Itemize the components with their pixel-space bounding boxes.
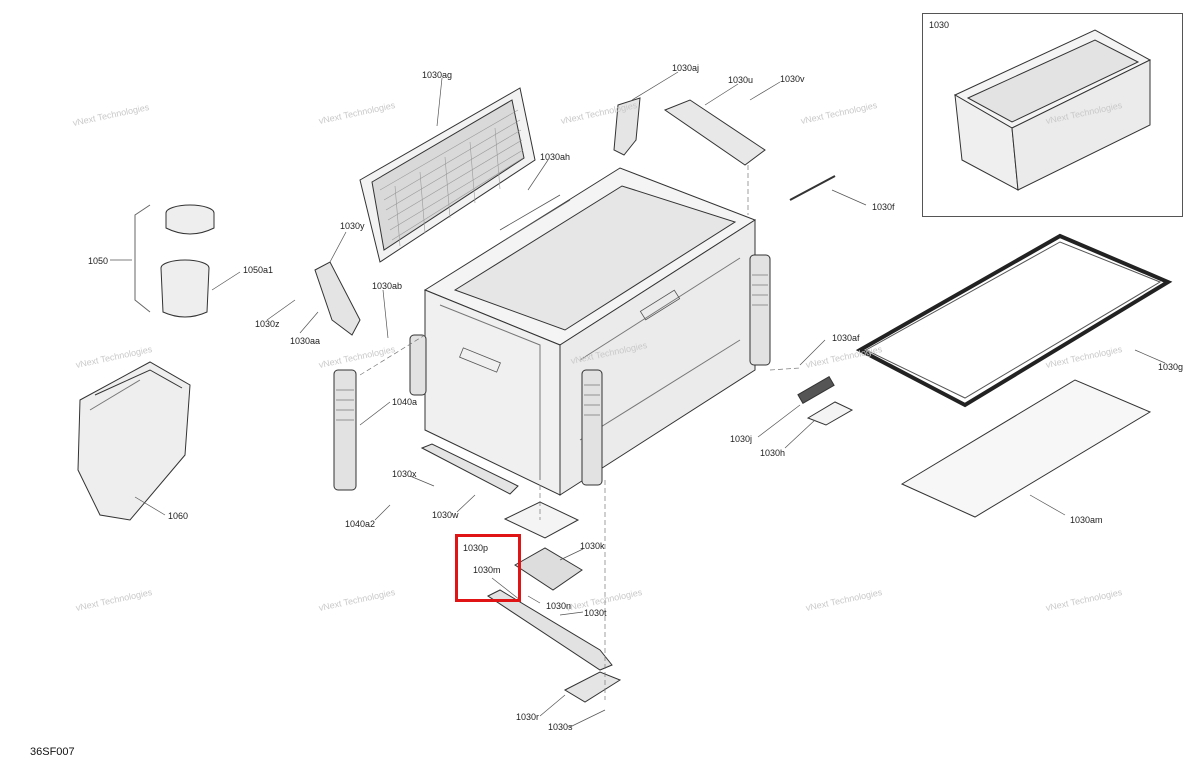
callout-1030w: 1030w	[432, 510, 459, 520]
callout-1030ah: 1030ah	[540, 152, 571, 162]
inset-artwork	[953, 29, 1152, 191]
callout-1030j: 1030j	[730, 434, 753, 444]
callout-1050: 1050	[88, 256, 109, 266]
callout-1030t: 1030t	[584, 608, 607, 618]
inset-label: 1030	[929, 20, 950, 30]
callout-1030x: 1030x	[392, 469, 417, 479]
callout-1030n: 1030n	[546, 601, 572, 611]
gasket-1030g	[855, 233, 1173, 408]
assembled-view-inset: 1030	[922, 13, 1183, 217]
figure-id: 36SF007	[30, 746, 75, 758]
callout-1030g: 1030g	[1158, 362, 1184, 372]
callout-1030ag: 1030ag	[422, 70, 453, 80]
callout-1030ab: 1030ab	[372, 281, 403, 291]
rail-1030u	[663, 99, 766, 166]
callout-1040a2: 1040a2	[345, 519, 376, 529]
rod-1030f	[789, 175, 836, 201]
cup-holder-1050	[160, 204, 215, 318]
callout-1030aa: 1030aa	[290, 336, 321, 346]
plate-1030p	[503, 501, 580, 539]
callout-1030y: 1030y	[340, 221, 365, 231]
callout-1030k: 1030k	[580, 541, 605, 551]
main-tackle-box	[423, 167, 757, 496]
callout-1030u: 1030u	[728, 75, 754, 85]
rail-1030w	[420, 443, 519, 495]
callout-1030r: 1030r	[516, 712, 540, 722]
callout-1030m: 1030m	[473, 565, 501, 575]
strap-1030t	[487, 589, 613, 671]
callout-1060: 1060	[168, 511, 189, 521]
callout-1030f: 1030f	[872, 202, 895, 212]
latch-1030aj	[613, 97, 641, 156]
callout-1030p: 1030p	[463, 543, 489, 553]
callout-1030am: 1030am	[1070, 515, 1103, 525]
lid-panel	[359, 87, 536, 263]
callout-1030af: 1030af	[832, 333, 860, 343]
label-1030h	[806, 401, 854, 426]
callout-1030z: 1030z	[255, 319, 280, 329]
mat-1030am	[900, 379, 1152, 518]
callout-1030s: 1030s	[548, 722, 573, 732]
bracket-1030y	[314, 261, 361, 336]
callout-1030h: 1030h	[760, 448, 786, 458]
bracket-1030k	[514, 547, 583, 591]
callout-1030v: 1030v	[780, 74, 805, 84]
bucket-1060	[77, 361, 191, 521]
callout-1040a: 1040a	[392, 397, 418, 407]
clip-1030r	[563, 671, 622, 703]
label-1030j	[797, 375, 835, 405]
callout-1050a1: 1050a1	[243, 265, 274, 275]
callout-1030aj: 1030aj	[672, 63, 700, 73]
highlight-box	[455, 534, 521, 602]
